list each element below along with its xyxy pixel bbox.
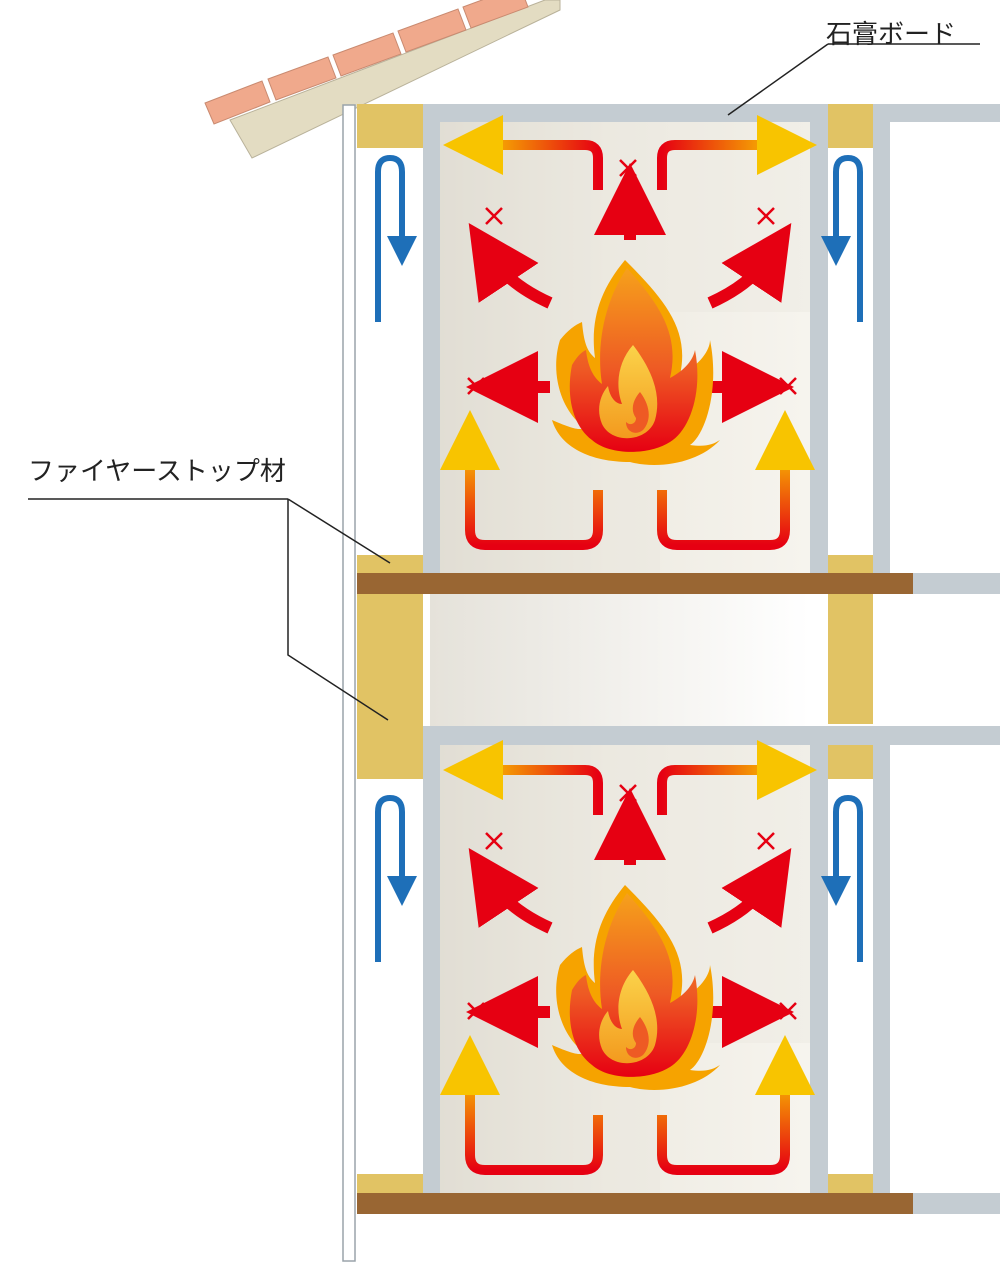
gypsum-board-label: 石膏ボード [826,20,957,50]
fire-stop-material [357,104,873,1194]
exterior-siding [342,104,356,1262]
roof-tile [462,0,529,29]
gypsum-board [423,104,1000,1214]
roof-tile [397,8,467,53]
floor-gap [430,594,810,726]
roof-tile [332,32,402,77]
fire-stop-label: ファイヤーストップ材 [28,457,286,487]
firestop-leader-line [287,498,391,564]
floor-beam [357,1193,913,1214]
roof-tile [204,80,271,125]
floor-beam [357,573,913,594]
roof [204,0,561,159]
roof-tile [267,56,337,101]
gypsum-leader-line [727,43,829,116]
firestop-leader-line [287,499,389,721]
